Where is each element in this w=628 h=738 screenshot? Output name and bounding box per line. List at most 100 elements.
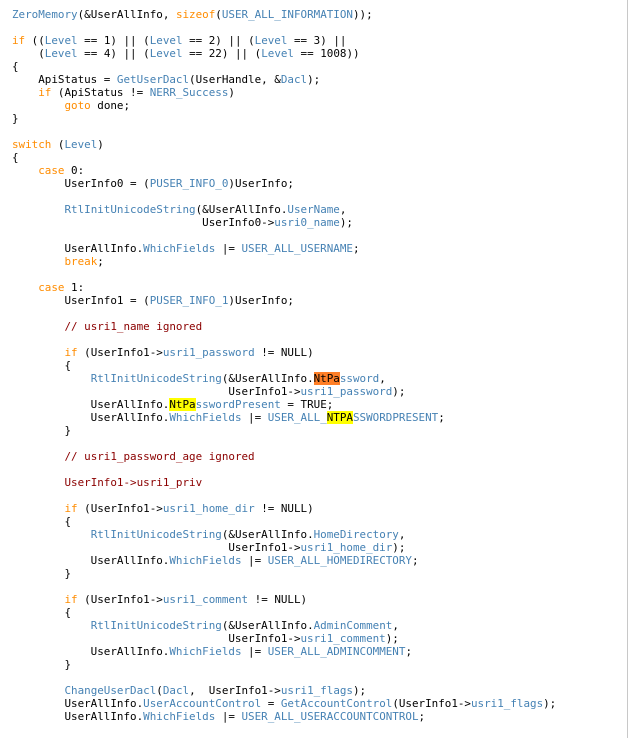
code-token: PUSER_INFO_0 xyxy=(149,177,229,190)
code-token: { xyxy=(12,515,72,528)
code-token: Level xyxy=(149,34,183,47)
code-token: Dacl xyxy=(280,73,308,86)
code-token: UserInfo0 = ( xyxy=(12,177,150,190)
code-line: } xyxy=(12,567,556,580)
code-token: ssword xyxy=(339,372,380,385)
code-token: Level xyxy=(254,34,288,47)
code-token: WhichFields xyxy=(169,554,242,567)
code-token: if xyxy=(64,346,78,359)
code-line: (Level == 4) || (Level == 22) || (Level … xyxy=(12,47,556,60)
code-token: ); xyxy=(352,684,367,697)
code-token xyxy=(12,164,38,177)
code-line: UserInfo0 = (PUSER_INFO_0)UserInfo; xyxy=(12,177,556,190)
code-token: usri1_home_dir xyxy=(162,502,255,515)
code-token: , xyxy=(392,619,399,632)
code-token: USER_ALL_HOMEDIRECTORY xyxy=(267,554,412,567)
code-token xyxy=(12,320,64,333)
code-token: UserAllInfo. xyxy=(12,554,170,567)
code-token: == 4) || ( xyxy=(77,47,150,60)
code-line: break; xyxy=(12,255,556,268)
code-token: RtlInitUnicodeString xyxy=(64,203,196,216)
code-token xyxy=(12,372,91,385)
code-line: if (ApiStatus != NERR_Success) xyxy=(12,86,556,99)
code-line: switch (Level) xyxy=(12,138,556,151)
code-token: WhichFields xyxy=(143,710,216,723)
code-line: UserAllInfo.NtPasswordPresent = TRUE; xyxy=(12,398,556,411)
code-token: usri1_comment xyxy=(300,632,386,645)
code-token: )UserInfo; xyxy=(228,294,294,307)
code-line xyxy=(12,268,556,281)
code-token: break xyxy=(64,255,98,268)
code-line: { xyxy=(12,60,556,73)
code-token: UserAccountControl xyxy=(143,697,262,710)
code-token: } xyxy=(12,112,19,125)
code-line: RtlInitUnicodeString(&UserAllInfo.NtPass… xyxy=(12,372,556,385)
code-line: UserAllInfo.WhichFields |= USER_ALL_ADMI… xyxy=(12,645,556,658)
code-token: if xyxy=(38,86,52,99)
code-token: (&UserAllInfo. xyxy=(221,528,314,541)
code-token: UserAllInfo. xyxy=(12,398,170,411)
code-token: ( xyxy=(215,8,222,21)
code-token: // usri1_name ignored xyxy=(64,320,203,333)
code-line: case 1: xyxy=(12,281,556,294)
code-token: ( xyxy=(12,47,45,60)
code-token: )UserInfo; xyxy=(228,177,294,190)
code-token: Level xyxy=(149,47,183,60)
code-line: { xyxy=(12,515,556,528)
code-line: UserInfo0->usri0_name); xyxy=(12,216,556,229)
code-line xyxy=(12,437,556,450)
code-token: USER_ALL_USERNAME xyxy=(241,242,353,255)
code-token: UserAllInfo. xyxy=(12,710,144,723)
code-token: UserInfo1-> xyxy=(12,632,301,645)
code-token: ; xyxy=(97,255,104,268)
code-line: if (UserInfo1->usri1_password != NULL) xyxy=(12,346,556,359)
code-token: RtlInitUnicodeString xyxy=(90,619,222,632)
code-token: , xyxy=(339,203,347,216)
code-token: |= xyxy=(215,242,242,255)
code-token: usri1_flags xyxy=(471,697,544,710)
code-line xyxy=(12,229,556,242)
code-token: ); xyxy=(392,385,406,398)
code-token: UserInfo0-> xyxy=(12,216,275,229)
code-line: if ((Level == 1) || (Level == 2) || (Lev… xyxy=(12,34,556,47)
code-token: == 1008)) xyxy=(294,47,360,60)
code-line: UserAllInfo.WhichFields |= USER_ALL_USER… xyxy=(12,710,556,723)
code-token xyxy=(12,203,64,216)
code-token: usri0_name xyxy=(274,216,340,229)
code-token: , xyxy=(398,528,406,541)
code-line: UserAllInfo.UserAccountControl = GetAcco… xyxy=(12,697,556,710)
code-token: |= xyxy=(241,411,268,424)
code-token: , xyxy=(379,372,386,385)
code-token: (UserInfo1-> xyxy=(392,697,471,710)
code-token: ); xyxy=(385,632,399,645)
code-token: (&UserAllInfo. xyxy=(195,203,288,216)
search-match-highlight: NtPa xyxy=(313,372,340,385)
code-token xyxy=(12,99,64,112)
code-token: |= xyxy=(215,710,242,723)
code-token: ZeroMemory xyxy=(12,8,78,21)
code-token: == 2) || ( xyxy=(182,34,255,47)
code-line: ApiStatus = GetUserDacl(UserHandle, &Dac… xyxy=(12,73,556,86)
code-line: RtlInitUnicodeString(&UserAllInfo.UserNa… xyxy=(12,203,556,216)
code-line: { xyxy=(12,359,556,372)
code-token: PUSER_INFO_1 xyxy=(149,294,229,307)
code-line: ChangeUserDacl(Dacl, UserInfo1->usri1_fl… xyxy=(12,684,556,697)
code-line xyxy=(12,580,556,593)
code-token: done; xyxy=(90,99,131,112)
code-token: } xyxy=(12,658,72,671)
code-token: UserAllInfo. xyxy=(12,242,144,255)
code-token: ); xyxy=(392,541,406,554)
code-token: SSWORDPRESENT xyxy=(352,411,439,424)
code-token: USER_ALL_ADMINCOMMENT xyxy=(267,645,406,658)
code-line: UserAllInfo.WhichFields |= USER_ALL_USER… xyxy=(12,242,556,255)
code-line: UserInfo1->usri1_password); xyxy=(12,385,556,398)
code-token: != NULL) xyxy=(254,346,314,359)
code-token: } xyxy=(12,424,72,437)
code-line xyxy=(12,307,556,320)
code-token: ; xyxy=(405,645,412,658)
code-token: AdminComment xyxy=(313,619,393,632)
code-token xyxy=(12,476,64,489)
code-line xyxy=(12,125,556,138)
code-token: (UserHandle, & xyxy=(189,73,281,86)
